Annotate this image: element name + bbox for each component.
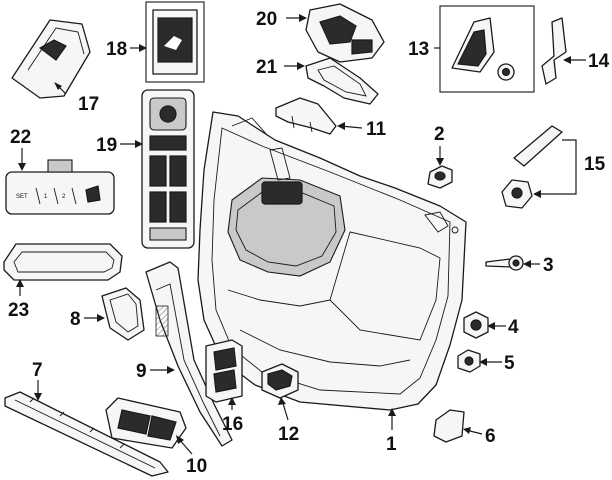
part-16-switch: [205, 339, 243, 403]
callout-10: 10: [186, 456, 207, 477]
part-8-pad: [101, 287, 145, 341]
callout-11: 11: [366, 119, 387, 140]
part-18-switch: [145, 1, 205, 83]
part-5-nut: [457, 349, 481, 373]
door-trim-panel: [197, 111, 467, 411]
callout-12: 12: [278, 424, 299, 445]
part-14-bracket: [541, 17, 567, 85]
switch-label-1: 1: [44, 194, 48, 200]
part-22-memory-switch: SET 1 2: [5, 159, 115, 215]
part-3-screw: [485, 255, 524, 271]
callout-9: 9: [136, 361, 147, 382]
callout-13: 13: [408, 39, 429, 60]
callout-18: 18: [106, 39, 127, 60]
callout-8: 8: [70, 309, 81, 330]
switch-label-2: 2: [62, 194, 66, 200]
callout-7: 7: [32, 360, 43, 381]
callout-14: 14: [588, 51, 610, 72]
callout-6: 6: [485, 426, 496, 447]
callout-16: 16: [222, 414, 243, 435]
part-19-master-switch: [141, 89, 195, 249]
callout-20: 20: [256, 9, 277, 30]
callout-21: 21: [256, 57, 278, 78]
part-17-switch-module: [11, 19, 91, 99]
callout-2: 2: [434, 124, 445, 145]
callout-22: 22: [10, 127, 31, 148]
part-10-switch-bezel: [105, 397, 187, 449]
callout-5: 5: [504, 353, 515, 374]
part-13-mirror-cover: [439, 5, 535, 93]
part-9-pull-strip: [145, 261, 233, 447]
callout-1: 1: [386, 434, 397, 455]
part-4-grommet: [463, 311, 489, 339]
part-7-trim-strip: [4, 391, 169, 477]
part-12-switch: [261, 363, 299, 399]
callout-15: 15: [584, 154, 606, 175]
switch-label-set: SET: [16, 194, 28, 200]
callout-17: 17: [78, 94, 99, 115]
part-21-seat-trim: [305, 57, 379, 105]
part-23-trim-ring: [3, 243, 123, 281]
callout-numbers: 1 2 3 4 5 6 7 8 9 10 11 12 13 14 15 16 1…: [8, 9, 610, 477]
leader-lines: [16, 14, 586, 455]
part-15-strip: [501, 125, 563, 209]
callout-23: 23: [8, 300, 29, 321]
part-11-armrest-cover: [275, 97, 337, 135]
part-20-seat-switch: [305, 3, 385, 63]
callout-19: 19: [96, 135, 117, 156]
part-2-clip: [427, 165, 453, 189]
callout-4: 4: [508, 317, 519, 338]
callout-3: 3: [543, 255, 554, 276]
part-6-cover: [433, 409, 465, 443]
